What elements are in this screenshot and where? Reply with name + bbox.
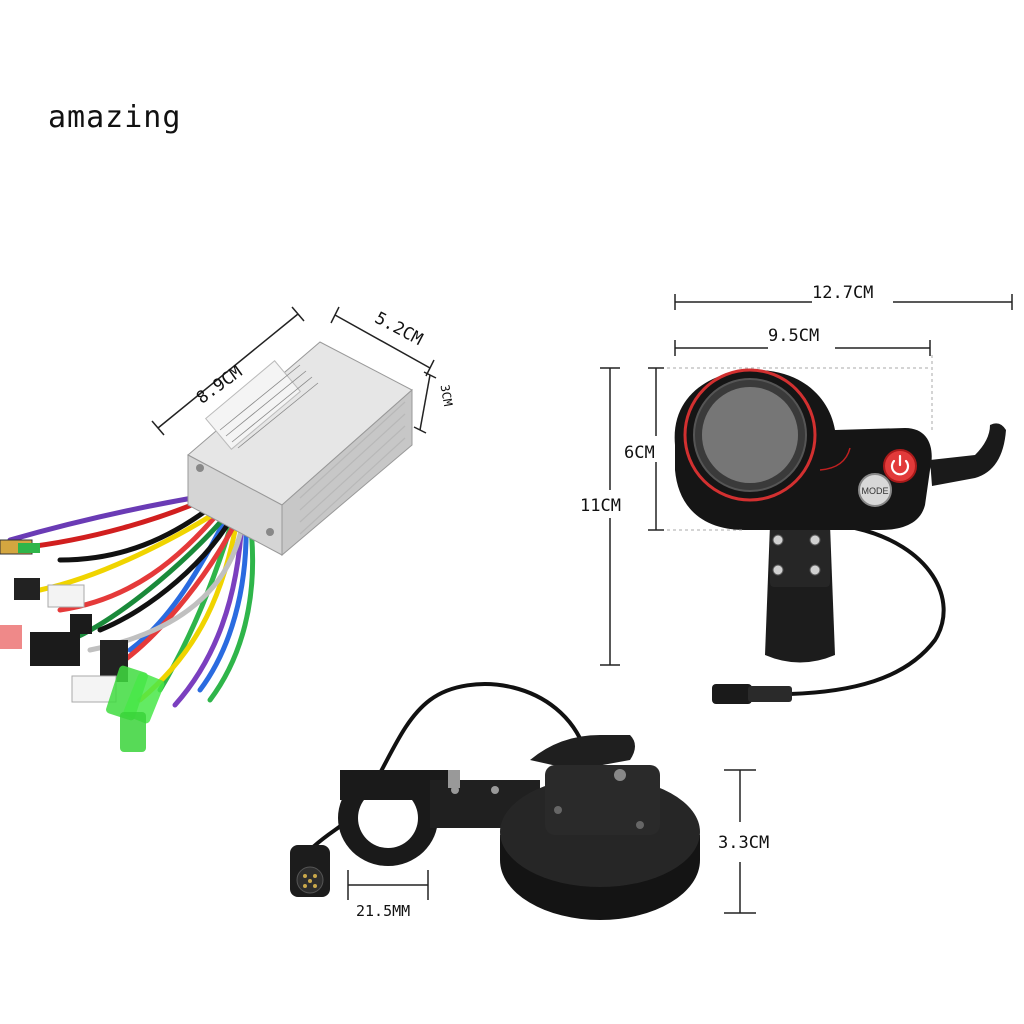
- watermark-text: amazing: [48, 100, 182, 135]
- throttle-handlebar-clamp: [338, 770, 540, 866]
- throttle-thickness-label: 3.3CM: [718, 833, 769, 853]
- display-body-width-label: 9.5CM: [768, 326, 819, 346]
- motor-controller: 8.9CM 5.2CM 3CM: [0, 306, 456, 752]
- throttle-dimension-lines: [347, 769, 756, 914]
- display-total-width-label: 12.7CM: [812, 283, 873, 303]
- display-total-height-label: 11CM: [580, 496, 621, 516]
- power-button[interactable]: [883, 449, 917, 483]
- display-cable: [789, 526, 946, 696]
- thumb-throttle-unit: 21.5MM 3.3CM: [290, 682, 769, 920]
- display-dimension-lines: [600, 294, 1013, 666]
- throttle-cable: [298, 682, 587, 862]
- power-icon: [890, 454, 910, 476]
- controller-housing: [187, 341, 413, 557]
- controller-width-label: 5.2CM: [371, 308, 426, 350]
- mode-button-label: MODE: [862, 486, 889, 496]
- display-plug: [712, 684, 752, 704]
- throttle-housing: [448, 765, 700, 920]
- mode-button[interactable]: MODE: [858, 473, 892, 507]
- throttle-clamp-diameter-label: 21.5MM: [356, 902, 410, 920]
- controller-height-label: 3CM: [438, 383, 456, 407]
- throttle-lever: [530, 735, 635, 770]
- throttle-plug: [290, 845, 330, 897]
- lcd-display-unit: MODE 12.7CM 9.5CM 6C: [580, 283, 1013, 704]
- controller-connectors: [0, 539, 165, 752]
- display-screen-height-label: 6CM: [624, 443, 655, 463]
- thumb-throttle-lever: [930, 423, 1006, 486]
- controller-dimension-lines: [151, 306, 437, 436]
- display-guide-lines: [655, 355, 933, 531]
